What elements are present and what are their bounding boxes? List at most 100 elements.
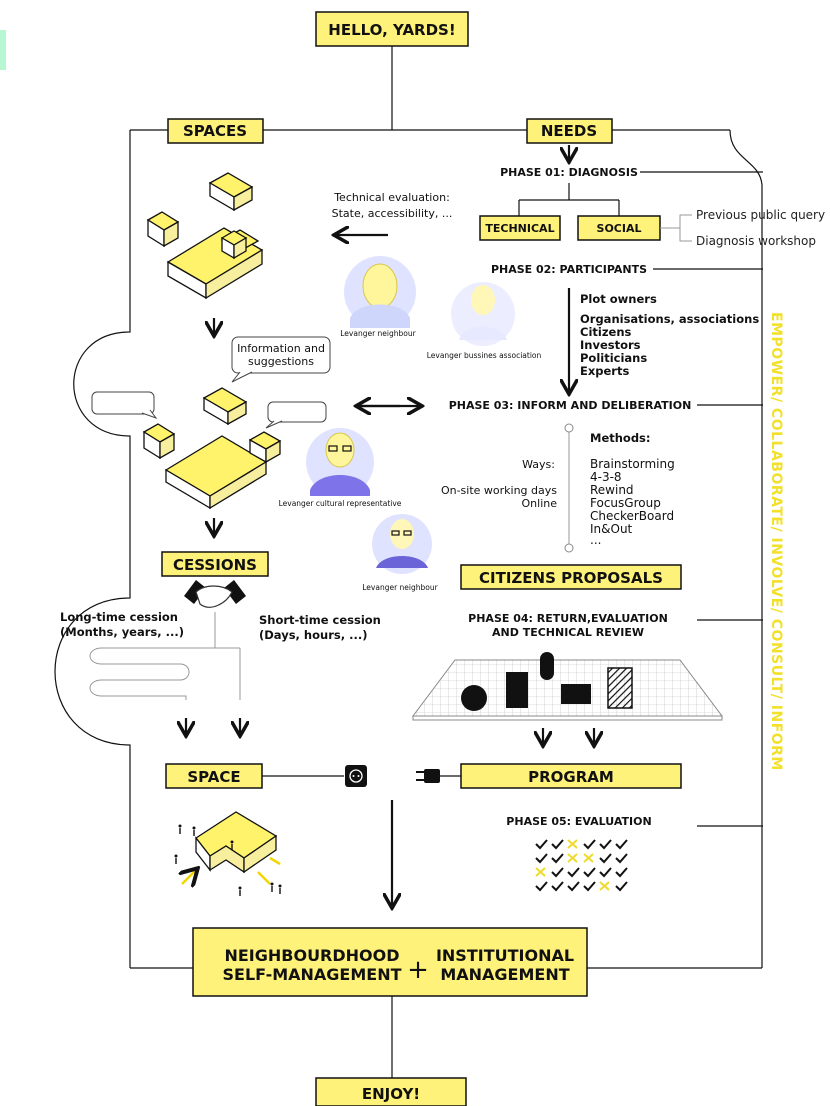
- check-mark: [599, 867, 612, 878]
- method-5: In&Out: [590, 522, 633, 536]
- avatar-neighbour-2: [372, 514, 432, 574]
- way-1: Online: [522, 497, 558, 510]
- phase3-label: PHASE 03: INFORM AND DELIBERATION: [449, 399, 692, 412]
- check-mark: [551, 839, 564, 850]
- evaluation-grid: [535, 839, 628, 892]
- handshake-icon: [184, 580, 246, 608]
- frame-right: [729, 129, 763, 968]
- side-label: EMPOWER/ COLLABORATE/ INVOLVE/ CONSULT/ …: [768, 312, 784, 771]
- method-4: CheckerBoard: [590, 509, 674, 523]
- phase2-label: PHASE 02: PARTICIPANTS: [491, 263, 647, 276]
- check-mark: [551, 881, 564, 892]
- bubble-line2: suggestions: [248, 355, 314, 368]
- institutional-2: MANAGEMENT: [440, 965, 569, 984]
- check-mark: [551, 867, 564, 878]
- check-mark: [583, 881, 596, 892]
- check-mark: [583, 839, 596, 850]
- enjoy-label: ENJOY!: [362, 1085, 420, 1103]
- participant-4: Experts: [580, 364, 629, 378]
- citizens-proposals-box: [460, 564, 682, 590]
- check-mark: [615, 867, 628, 878]
- cross-mark: [599, 881, 610, 891]
- participant-0: Organisations, associations: [580, 312, 759, 326]
- neighbourhood-1: NEIGHBOURDHOOD: [224, 946, 399, 965]
- person-business: Levanger bussines association: [427, 351, 542, 360]
- check-mark: [567, 867, 580, 878]
- method-3: FocusGroup: [590, 496, 661, 510]
- title-text: HELLO, YARDS!: [328, 21, 455, 39]
- frame-left-lower: [54, 553, 131, 968]
- social-box: [577, 215, 661, 241]
- building-blocks-top: [146, 172, 264, 300]
- tech-eval-2: State, accessibility, ...: [332, 207, 453, 220]
- participant-3: Politicians: [580, 351, 647, 365]
- method-6: ...: [590, 533, 601, 547]
- method-2: Rewind: [590, 483, 634, 497]
- cross-mark: [567, 839, 578, 849]
- cross-mark: [583, 853, 594, 863]
- check-mark: [583, 867, 596, 878]
- check-mark: [615, 839, 628, 850]
- methods-label: Methods:: [590, 431, 651, 445]
- plug-icon: [416, 769, 440, 783]
- ways-label: Ways:: [522, 458, 555, 471]
- check-mark: [535, 839, 548, 850]
- citizens-proposals: CITIZENS PROPOSALS: [479, 569, 663, 587]
- check-mark: [567, 881, 580, 892]
- neighbourhood-2: SELF-MANAGEMENT: [222, 965, 401, 984]
- building-active-space: [174, 811, 282, 896]
- technical-box: [479, 215, 561, 241]
- enjoy-box: [315, 1077, 467, 1106]
- building-blocks-middle: [142, 387, 282, 510]
- speech-bubble-info: [231, 336, 331, 383]
- speech-bubble-empty-right: [265, 401, 327, 429]
- institutional-1: INSTITUTIONAL: [436, 946, 574, 965]
- corner-accent: [0, 30, 6, 70]
- phase4-line2: AND TECHNICAL REVIEW: [492, 626, 644, 639]
- speech-bubble-empty-left: [91, 391, 158, 420]
- participant-2: Investors: [580, 338, 641, 352]
- space-label: SPACE: [187, 768, 240, 786]
- diagnosis-workshop: Diagnosis workshop: [696, 234, 816, 248]
- spaces-label: SPACES: [183, 122, 247, 140]
- phase1-label: PHASE 01: DIAGNOSIS: [500, 166, 638, 179]
- check-mark: [535, 853, 548, 864]
- spaces-box: [167, 118, 264, 144]
- person-cultural: Levanger cultural representative: [279, 499, 402, 508]
- tech-eval-1: Technical evaluation:: [333, 191, 450, 204]
- check-mark: [599, 853, 612, 864]
- previous-query: Previous public query: [696, 208, 825, 222]
- person-neighbour-1: Levanger neighbour: [340, 329, 416, 338]
- plot-owners: Plot owners: [580, 292, 657, 306]
- cessions-box: [161, 551, 269, 577]
- long-cession-1: Long-time cession: [60, 610, 178, 624]
- check-mark: [615, 881, 628, 892]
- avatar-neighbour-1: [344, 256, 416, 328]
- avatar-cultural: [306, 428, 374, 496]
- person-neighbour-2: Levanger neighbour: [362, 583, 438, 592]
- technical-label: TECHNICAL: [485, 222, 554, 235]
- model-grid-platform: [412, 652, 723, 721]
- bubble-line1: Information and: [237, 342, 325, 355]
- long-cession-path: [89, 647, 190, 700]
- check-mark: [615, 853, 628, 864]
- check-mark: [551, 853, 564, 864]
- method-1: 4-3-8: [590, 470, 622, 484]
- short-cession-2: (Days, hours, ...): [259, 628, 367, 642]
- management-box: [192, 927, 588, 997]
- needs-box: [526, 118, 613, 144]
- needs-label: NEEDS: [541, 122, 597, 140]
- avatar-business: [451, 282, 515, 346]
- participant-1: Citizens: [580, 325, 632, 339]
- check-mark: [535, 881, 548, 892]
- method-0: Brainstorming: [590, 457, 675, 471]
- way-0: On-site working days: [441, 484, 557, 497]
- cessions-label: CESSIONS: [173, 556, 257, 574]
- long-cession-2: (Months, years, ...): [60, 625, 184, 639]
- check-mark: [599, 839, 612, 850]
- cross-mark: [567, 853, 578, 863]
- cross-mark: [535, 867, 546, 877]
- social-label: SOCIAL: [597, 222, 642, 235]
- program-label: PROGRAM: [528, 768, 614, 786]
